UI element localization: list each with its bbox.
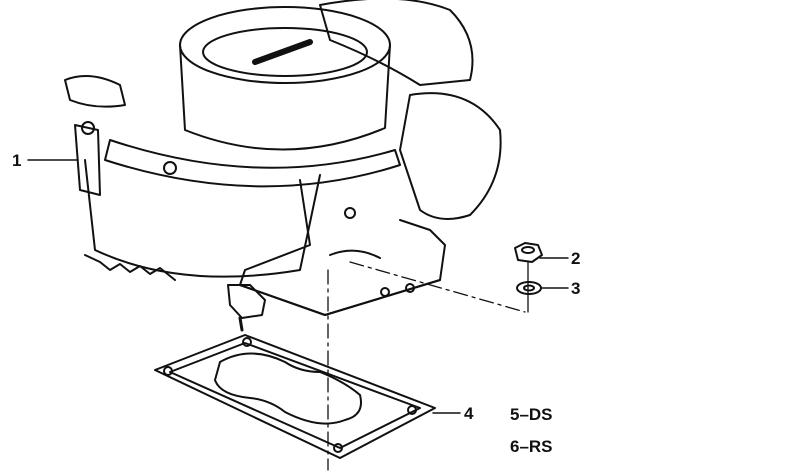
nut-hex [514,242,543,263]
legend-5: 5–DS [510,405,553,424]
callout-4: 4 [464,404,474,423]
banjo-fitting [227,284,266,319]
cover-flange [104,139,401,188]
fitting-stem [238,316,244,332]
gasket-hole-3 [407,405,417,415]
float-bowl [84,159,321,278]
throttle-body [239,179,446,316]
washer [516,281,542,295]
legend-6: 6–RS [510,437,553,456]
callout-3: 3 [571,279,580,298]
gasket-hole-2 [242,337,252,347]
side-lever [74,124,101,196]
return-spring [84,254,176,281]
air-horn-bore [202,27,368,77]
gasket-outline [154,334,436,459]
bolt-base-1 [380,287,390,297]
choke-housing [319,0,474,86]
top-fitting [64,75,126,108]
gasket-inner-edge [169,342,421,449]
stud-axis-line [349,261,526,313]
gasket-hole-4 [333,443,343,453]
throttle-bore [329,249,381,259]
bolt-mid [344,207,356,219]
gasket-hole-1 [163,366,173,376]
callout-1: 1 [12,151,21,170]
bolt-top-left [81,121,95,135]
air-horn-rim [179,6,391,84]
bolt-base-2 [405,283,415,293]
gasket [154,334,436,459]
auto-choke-cover [399,92,502,220]
air-horn-body [179,44,391,151]
choke-shaft [252,39,313,65]
throttle-base [239,279,441,316]
nut [514,242,543,263]
washer-outer [516,281,542,295]
carburetor-assembly [64,0,502,332]
gasket-bore-opening [214,352,362,425]
callout-2: 2 [571,249,580,268]
bolt-front [163,161,177,175]
nut-bore [521,246,535,254]
washer-inner [523,284,535,292]
